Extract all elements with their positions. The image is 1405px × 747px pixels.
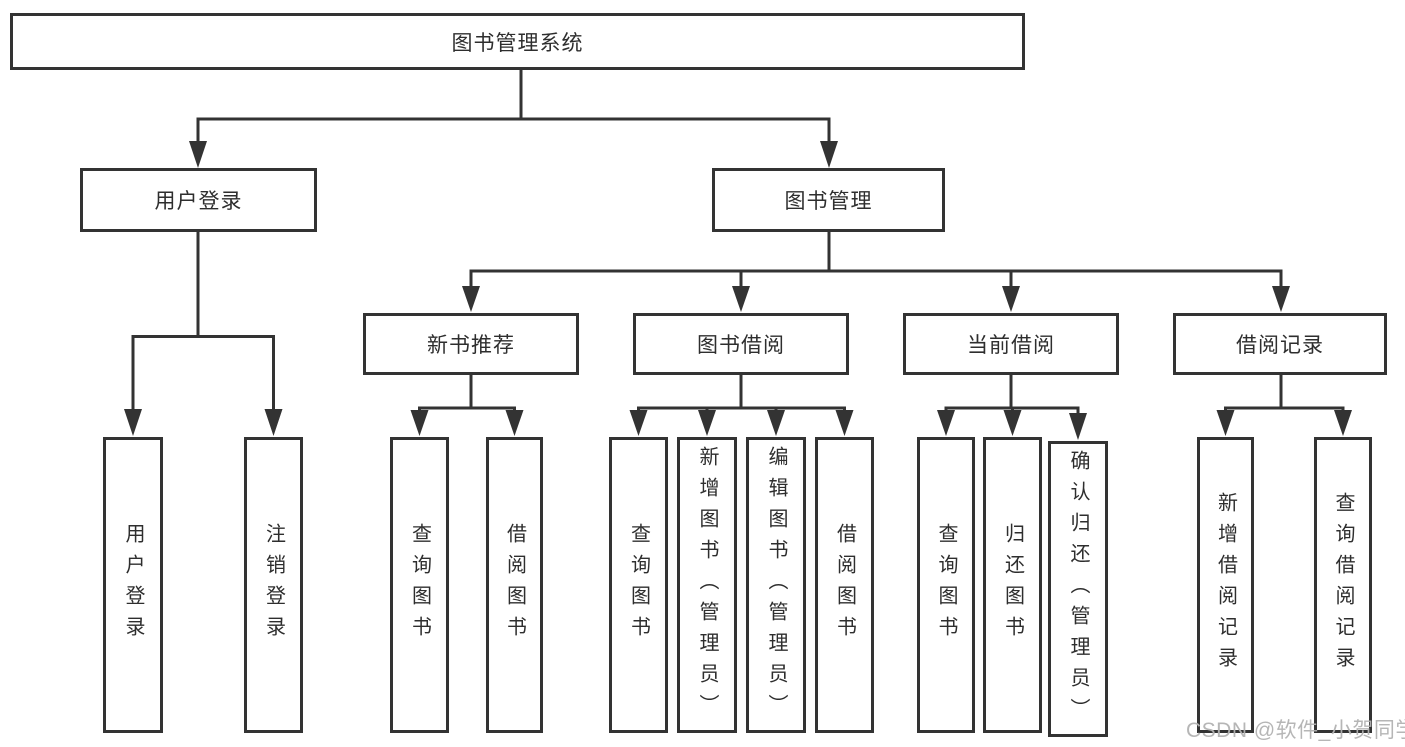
leaf-recommend-borrow-books-label: 借阅图书 <box>503 523 526 647</box>
leaf-current-confirm-return: 确认归还（管理员） <box>1048 441 1108 737</box>
leaf-recommend-borrow-books: 借阅图书 <box>486 437 543 733</box>
leaf-logout: 注销登录 <box>244 437 303 733</box>
node-new-book-recommend: 新书推荐 <box>363 313 579 375</box>
leaf-borrowing-query-books-label: 查询图书 <box>627 523 650 647</box>
leaf-records-query-label: 查询借阅记录 <box>1332 492 1354 678</box>
arrowheads <box>124 141 1352 440</box>
node-root: 图书管理系统 <box>10 13 1025 70</box>
node-current-borrowing-label: 当前借阅 <box>967 334 1055 357</box>
node-root-label: 图书管理系统 <box>451 31 584 55</box>
connector-book-management-rail <box>469 232 1283 292</box>
node-borrowing-records-label: 借阅记录 <box>1236 334 1324 357</box>
connector-new-book-rail <box>418 375 516 414</box>
leaf-recommend-query-books: 查询图书 <box>390 437 449 733</box>
leaf-current-return-books-label: 归还图书 <box>1001 523 1024 647</box>
leaf-current-return-books: 归还图书 <box>983 437 1042 733</box>
node-current-borrowing: 当前借阅 <box>903 313 1119 375</box>
node-user-login: 用户登录 <box>80 168 317 232</box>
leaf-logout-label: 注销登录 <box>262 523 285 647</box>
watermark-text: CSDN @软件_小贺同学 <box>1186 719 1405 742</box>
node-book-borrowing-label: 图书借阅 <box>697 334 785 357</box>
node-new-book-recommend-label: 新书推荐 <box>427 334 515 357</box>
leaf-records-add-label: 新增借阅记录 <box>1214 492 1237 678</box>
leaf-records-add: 新增借阅记录 <box>1197 437 1254 733</box>
leaf-recommend-query-books-label: 查询图书 <box>408 523 431 647</box>
connector-records-rail <box>1224 375 1345 414</box>
node-book-borrowing: 图书借阅 <box>633 313 849 375</box>
leaf-borrowing-edit-books: 编辑图书（管理员） <box>746 437 806 733</box>
leaf-records-query: 查询借阅记录 <box>1314 437 1372 733</box>
leaf-current-query-books: 查询图书 <box>917 437 975 733</box>
leaf-user-login-label: 用户登录 <box>122 523 144 647</box>
leaf-current-confirm-return-label: 确认归还（管理员） <box>1067 449 1089 729</box>
leaf-current-query-books-label: 查询图书 <box>935 523 957 647</box>
leaf-borrowing-borrow-books-label: 借阅图书 <box>833 523 856 647</box>
connector-user-login-rail <box>131 232 275 412</box>
node-user-login-label: 用户登录 <box>154 190 243 213</box>
leaf-borrowing-edit-books-label: 编辑图书（管理员） <box>765 445 787 725</box>
leaf-borrowing-query-books: 查询图书 <box>609 437 668 733</box>
node-book-management: 图书管理 <box>712 168 945 232</box>
node-book-management-label: 图书管理 <box>784 190 873 213</box>
leaf-borrowing-borrow-books: 借阅图书 <box>815 437 874 733</box>
leaf-user-login: 用户登录 <box>103 437 163 733</box>
leaf-borrowing-add-books-label: 新增图书（管理员） <box>696 445 718 725</box>
leaf-borrowing-add-books: 新增图书（管理员） <box>677 437 737 733</box>
connector-book-borrowing-rail <box>637 375 846 414</box>
connector-root-rail <box>196 70 831 146</box>
node-borrowing-records: 借阅记录 <box>1173 313 1387 375</box>
